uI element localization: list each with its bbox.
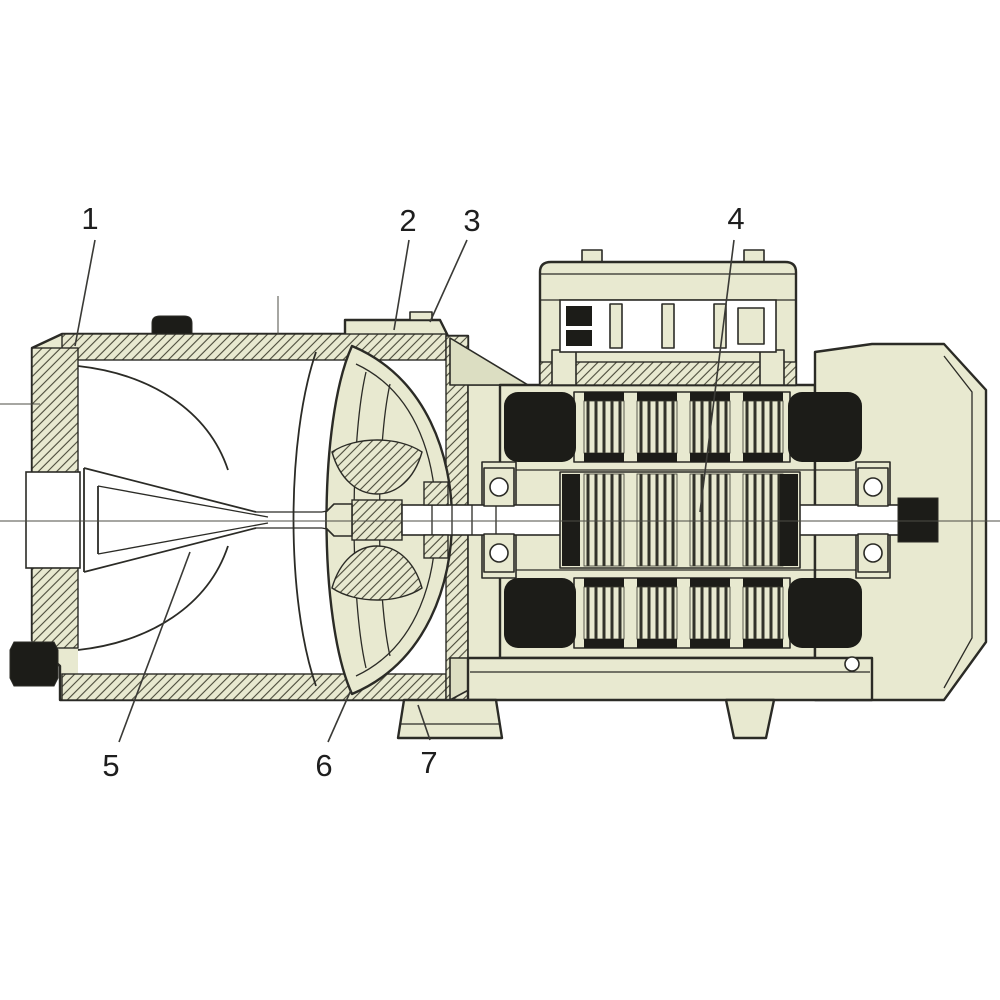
- feet: [396, 698, 776, 740]
- motor-foot: [724, 698, 776, 740]
- drain-plug: [9, 641, 59, 687]
- part-label-5: 5: [102, 748, 119, 783]
- rotor: [559, 471, 801, 569]
- part-label-3: 3: [463, 203, 480, 238]
- impeller: [325, 344, 454, 696]
- end-winding-bottom-left: [504, 578, 576, 648]
- mechanical-seal-bottom: [423, 534, 449, 559]
- end-winding-top-left: [504, 392, 576, 462]
- impeller-nut: [325, 503, 353, 537]
- casing-wall-bottom: [61, 673, 447, 701]
- part-labels: 1 2 3 4 5 6 7: [81, 201, 744, 783]
- terminal-box-gasket: [539, 361, 797, 386]
- part-label-4: 4: [727, 201, 744, 236]
- rear-bearing: [897, 497, 939, 543]
- volute-walls: [77, 351, 317, 687]
- terminal-box-stud-right: [743, 249, 765, 263]
- terminal-box-post-right: [759, 349, 785, 386]
- terminal-stud-3: [713, 303, 727, 349]
- end-winding-bottom-right: [788, 578, 862, 648]
- leader-line-3: [429, 239, 468, 323]
- part-label-7: 7: [420, 745, 437, 780]
- motor: [401, 249, 988, 702]
- leader-lines: [74, 239, 735, 743]
- rotor-end-ring-left: [562, 474, 580, 566]
- rotor-end-ring-right: [780, 474, 798, 566]
- priming-plug: [151, 315, 193, 335]
- pump-foot: [396, 698, 504, 740]
- leader-line-5: [118, 551, 191, 743]
- part-label-1: 1: [81, 201, 98, 236]
- impeller-hub: [351, 499, 403, 541]
- leader-line-2: [393, 239, 410, 331]
- terminal-connector-a: [566, 306, 592, 326]
- casing-wall-top: [61, 333, 447, 361]
- terminal-connector-b: [566, 330, 592, 346]
- part-label-2: 2: [399, 203, 416, 238]
- adapter-gusset-top: [449, 337, 529, 386]
- terminal-block: [737, 307, 765, 345]
- part-label-6: 6: [315, 748, 332, 783]
- stator-core-bottom: [573, 577, 791, 649]
- rail-bolt: [844, 656, 860, 672]
- terminal-stud-2: [661, 303, 675, 349]
- pump-casing: [9, 311, 470, 702]
- leader-line-6: [327, 689, 352, 743]
- terminal-box-stud-left: [581, 249, 603, 263]
- rear-bearing-bolts: [857, 467, 889, 573]
- centerlines: [0, 296, 1000, 522]
- impeller-shroud-top: [331, 439, 423, 495]
- terminal-box: [538, 249, 798, 387]
- end-winding-top-right: [788, 392, 862, 462]
- stator-core-top: [573, 391, 791, 463]
- terminal-stud-1: [609, 303, 623, 349]
- leader-line-1: [74, 239, 96, 347]
- leader-line-7: [417, 704, 431, 741]
- seal-housing-bolt: [409, 311, 433, 321]
- leader-line-4: [699, 239, 735, 513]
- front-bearing-bolts: [483, 467, 515, 573]
- terminal-box-post-left: [551, 349, 577, 386]
- suction-bore: [25, 471, 81, 569]
- mechanical-seal-top: [423, 481, 449, 506]
- impeller-shroud-bottom: [331, 545, 423, 601]
- base-rail: [466, 656, 874, 702]
